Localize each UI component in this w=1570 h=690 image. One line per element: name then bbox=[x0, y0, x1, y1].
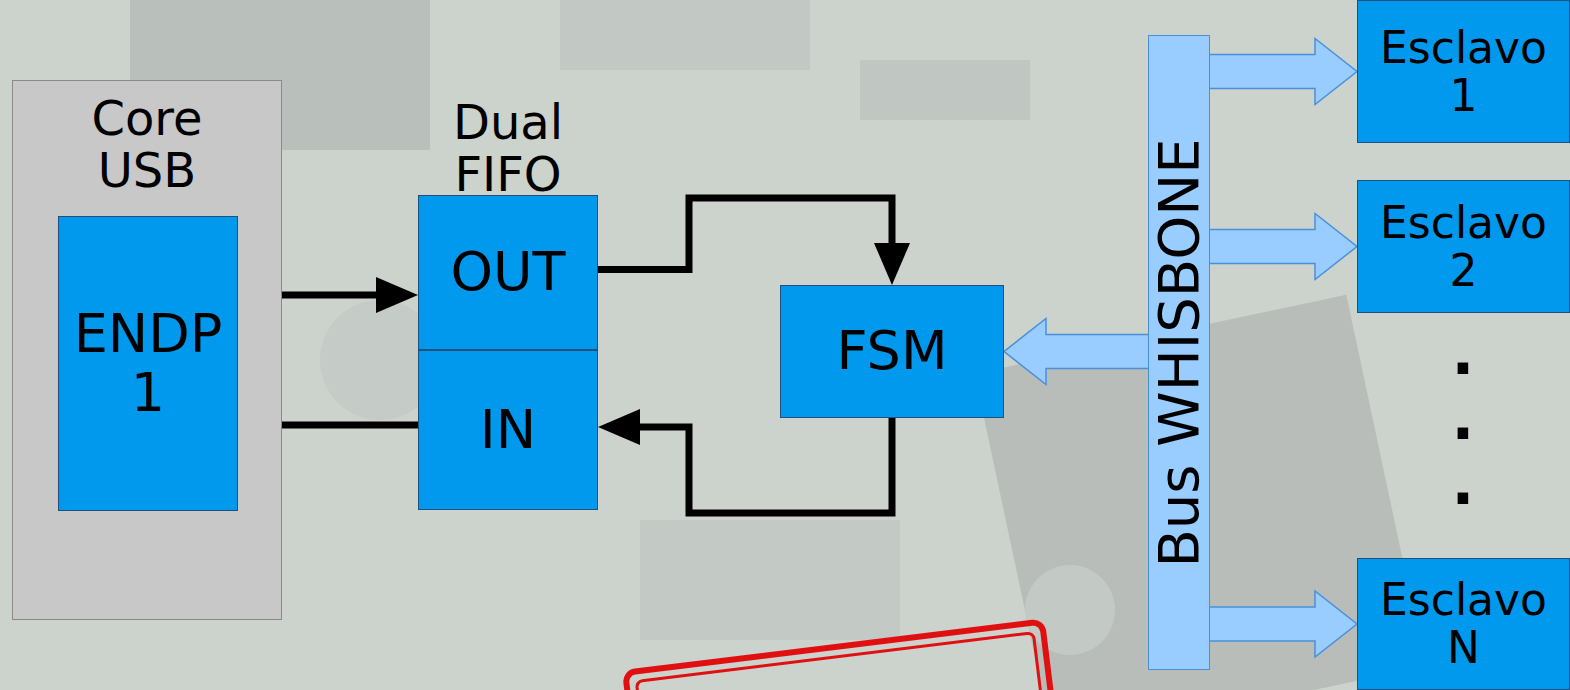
stamp-mark bbox=[625, 622, 1056, 690]
endpoint-box: ENDP 1 bbox=[58, 216, 238, 511]
fifo-box: OUT bbox=[418, 195, 598, 350]
fsm-box: FSM bbox=[780, 285, 1004, 418]
data-arrow bbox=[598, 198, 892, 270]
box-label: Esclavo 2 bbox=[1368, 199, 1559, 294]
box-label: Esclavo N bbox=[1368, 576, 1559, 671]
stamp-frame bbox=[636, 633, 1045, 690]
bus-arrow bbox=[1210, 214, 1357, 280]
bus-label: Bus WHISBONE bbox=[1151, 138, 1207, 567]
bus-arrow bbox=[1004, 319, 1148, 385]
chip-shape bbox=[860, 60, 1030, 120]
chip-shape bbox=[640, 520, 900, 640]
stamp-frame bbox=[625, 622, 1056, 690]
group-heading: Dual FIFO bbox=[418, 97, 598, 201]
slave-box: Esclavo N bbox=[1357, 558, 1570, 690]
box-label: FSM bbox=[837, 322, 948, 380]
capacitor-shape bbox=[1025, 565, 1115, 655]
bus-arrow bbox=[1210, 39, 1357, 105]
slave-box: Esclavo 1 bbox=[1357, 0, 1570, 143]
chip-shape bbox=[560, 0, 810, 70]
data-arrow bbox=[618, 418, 892, 513]
box-label: Esclavo 1 bbox=[1368, 24, 1559, 119]
box-label: IN bbox=[480, 401, 536, 459]
bus-arrow bbox=[1210, 591, 1357, 657]
fifo-box: IN bbox=[418, 350, 598, 510]
box-label: OUT bbox=[450, 243, 565, 301]
core-box: Core USB ENDP 1 bbox=[12, 80, 282, 620]
slave-box: Esclavo 2 bbox=[1357, 180, 1570, 313]
box-label: ENDP 1 bbox=[69, 305, 227, 422]
ellipsis-dot: . bbox=[1452, 453, 1475, 513]
ellipsis-dot: . bbox=[1452, 323, 1475, 383]
group-heading: Core USB bbox=[62, 93, 232, 197]
ellipsis-dot: . bbox=[1452, 388, 1475, 448]
data-arrow bbox=[258, 422, 418, 429]
bus-band: Bus WHISBONE bbox=[1148, 35, 1210, 670]
fifo-group: Dual FIFO OUT IN bbox=[418, 85, 598, 510]
